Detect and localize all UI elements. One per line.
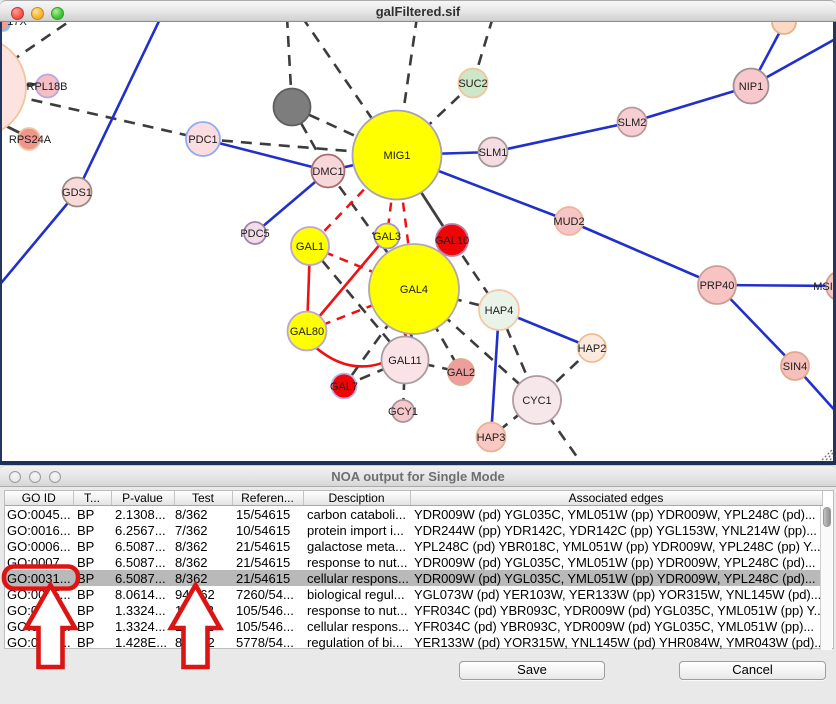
svg-text:GDS1: GDS1 xyxy=(62,187,92,199)
svg-text:MIG1: MIG1 xyxy=(384,150,411,162)
svg-text:GAL2: GAL2 xyxy=(447,367,475,379)
svg-text:17X: 17X xyxy=(7,22,27,28)
svg-text:GAL11: GAL11 xyxy=(388,355,421,367)
svg-text:SLM1: SLM1 xyxy=(479,147,508,159)
svg-text:GAL80: GAL80 xyxy=(290,326,324,338)
svg-text:PRP40: PRP40 xyxy=(700,280,735,292)
svg-text:RPS24A: RPS24A xyxy=(9,134,52,146)
svg-text:GAL4: GAL4 xyxy=(400,284,428,296)
svg-text:GAL3: GAL3 xyxy=(373,231,401,243)
svg-text:HAP2: HAP2 xyxy=(578,343,607,355)
svg-text:PDC1: PDC1 xyxy=(188,134,217,146)
svg-text:GAL1: GAL1 xyxy=(296,241,324,253)
svg-text:SUC2: SUC2 xyxy=(458,78,487,90)
svg-text:GCY1: GCY1 xyxy=(388,406,418,418)
svg-text:GAL7: GAL7 xyxy=(330,381,358,393)
svg-text:MSI: MSI xyxy=(813,281,833,293)
svg-text:SLM2: SLM2 xyxy=(618,117,647,129)
svg-text:GAL10: GAL10 xyxy=(435,235,469,247)
svg-text:HAP4: HAP4 xyxy=(485,305,514,317)
svg-text:PDC5: PDC5 xyxy=(240,228,269,240)
svg-text:CYC1: CYC1 xyxy=(522,395,551,407)
svg-text:NIP1: NIP1 xyxy=(739,81,763,93)
svg-text:RPL18B: RPL18B xyxy=(27,81,68,93)
svg-text:HAP3: HAP3 xyxy=(477,432,506,444)
svg-text:SIN4: SIN4 xyxy=(783,361,807,373)
svg-text:DMC1: DMC1 xyxy=(312,166,343,178)
svg-text:MUD2: MUD2 xyxy=(553,216,584,228)
